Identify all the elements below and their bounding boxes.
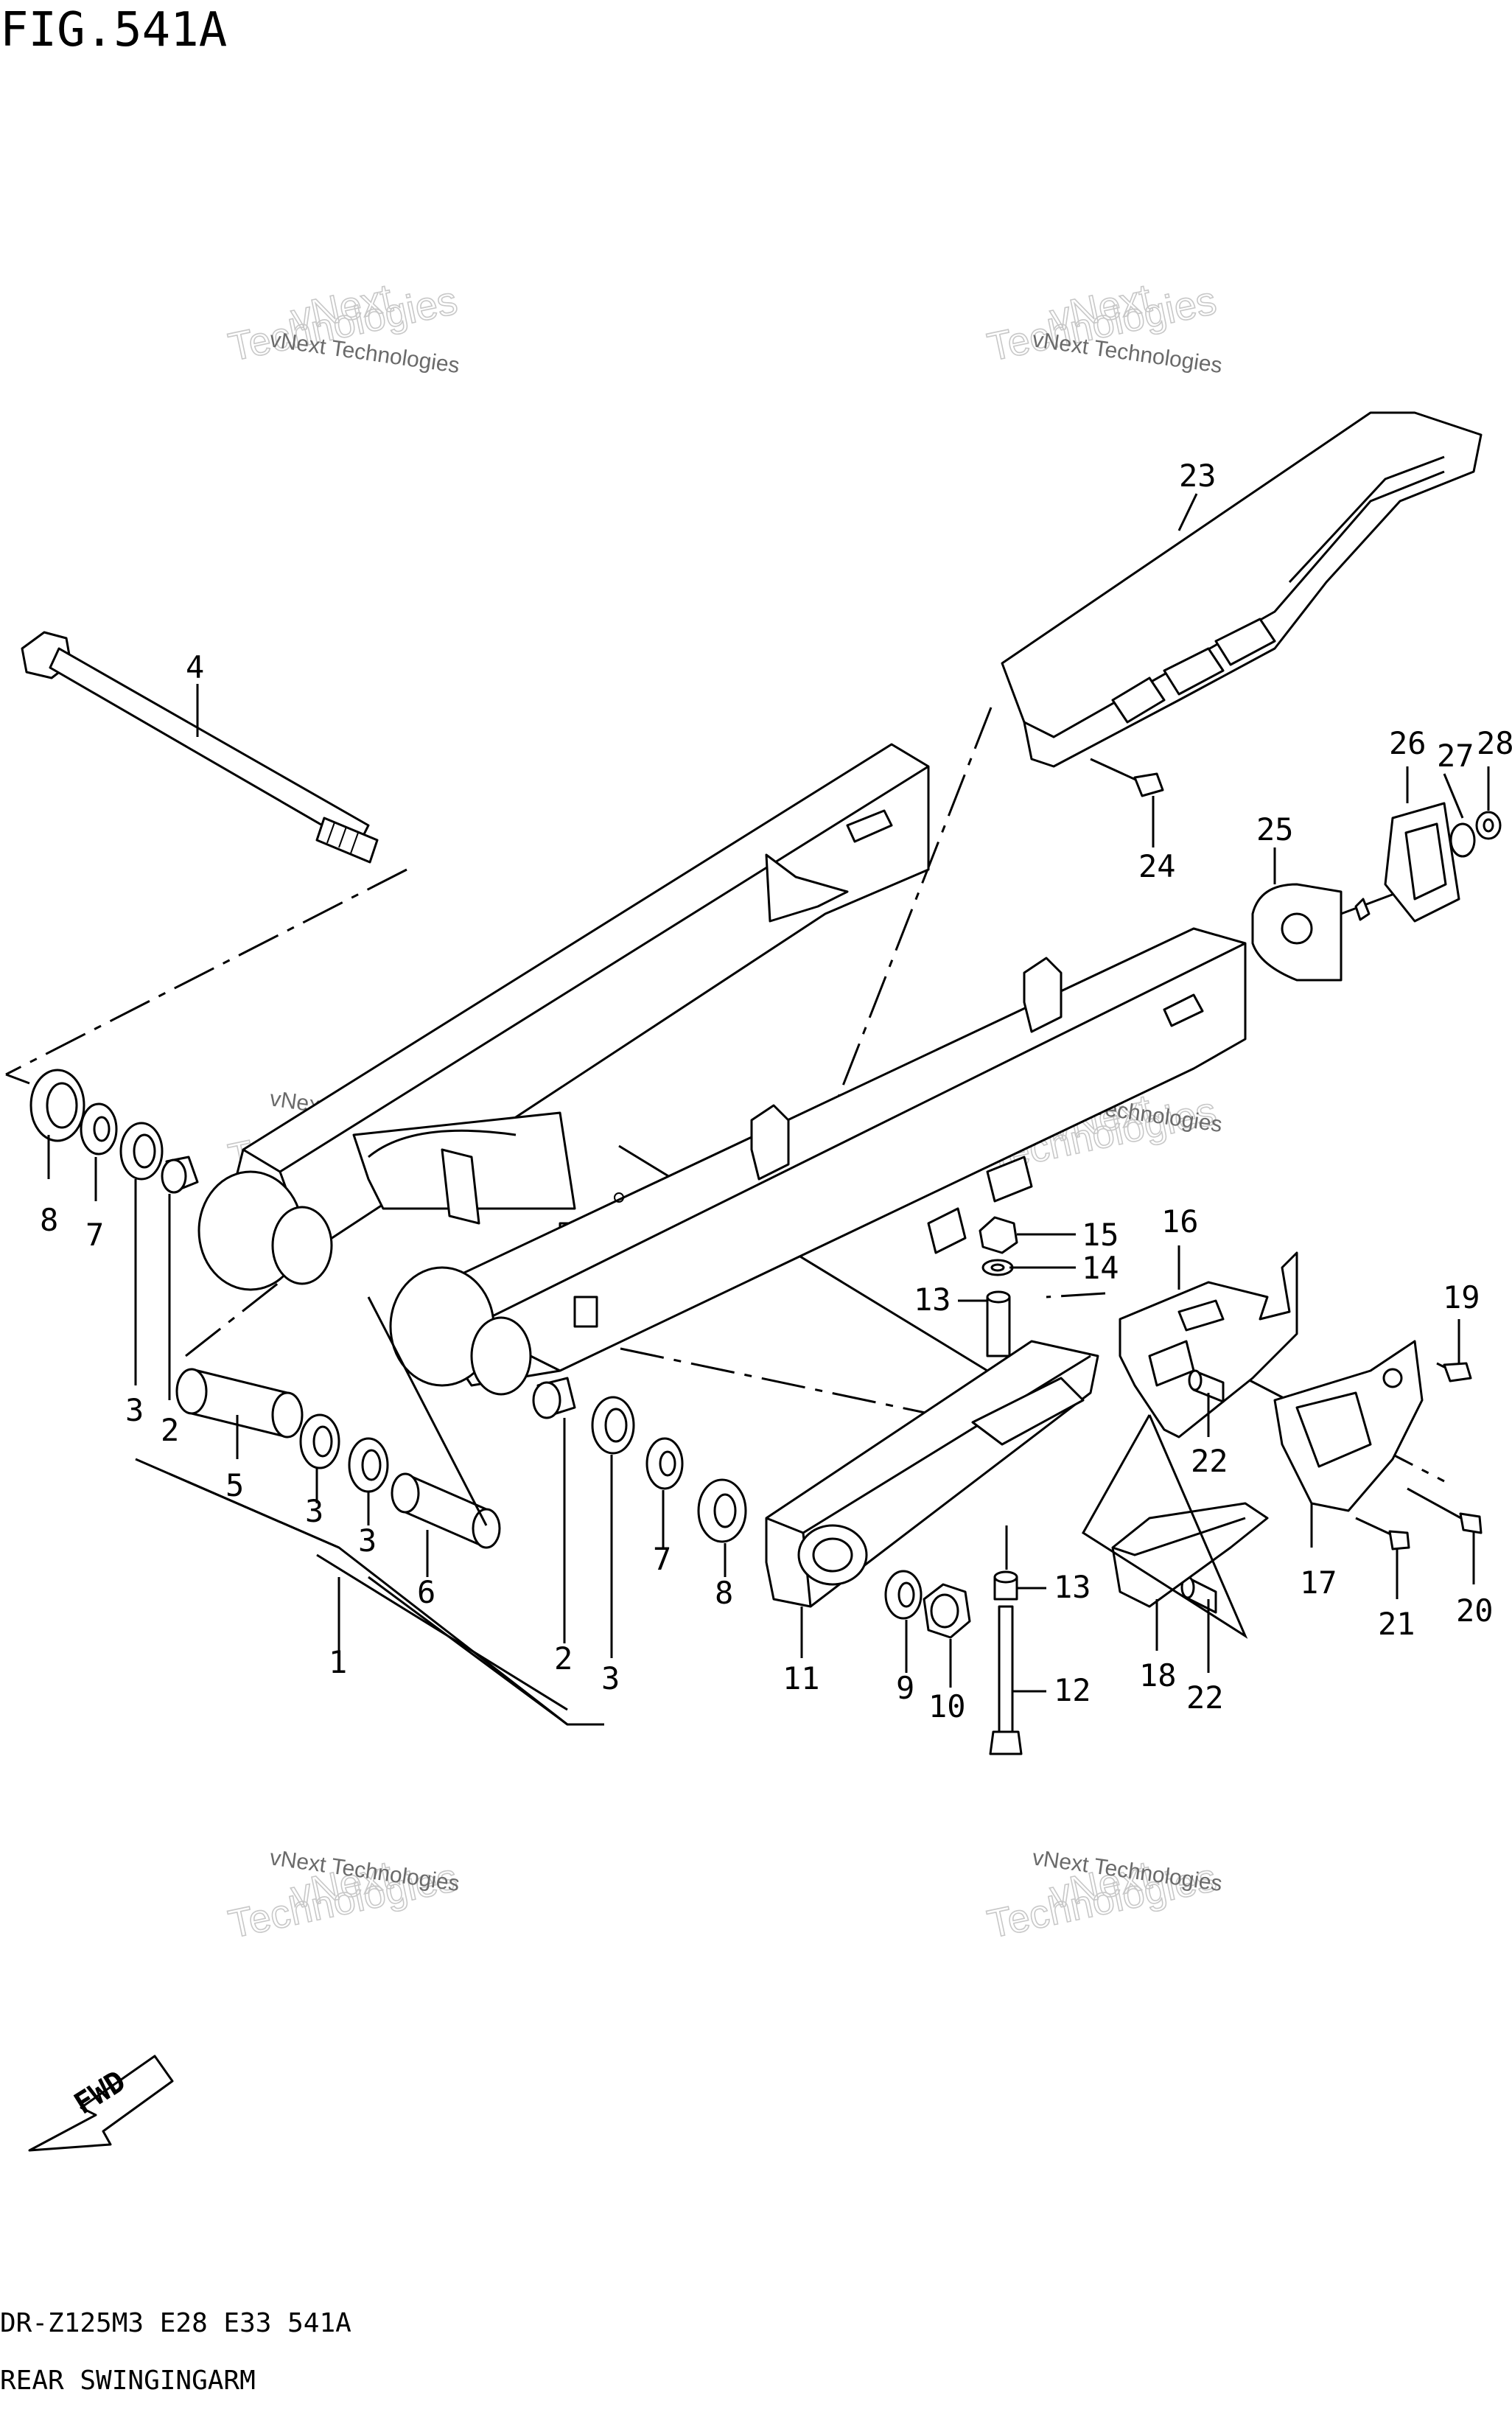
callout-9: 9 xyxy=(896,1670,914,1706)
washer-part-14 xyxy=(981,1259,1014,1276)
washer-part-27 xyxy=(1449,822,1476,858)
callout-12: 12 xyxy=(1054,1672,1091,1708)
callout-28: 28 xyxy=(1477,725,1512,761)
swingarm-part xyxy=(197,743,1247,1396)
callout-16: 16 xyxy=(1161,1203,1199,1240)
nut-part-10 xyxy=(923,1583,971,1639)
callout-23: 23 xyxy=(1179,458,1217,494)
callout-19: 19 xyxy=(1443,1279,1480,1315)
callout-13-upper: 13 xyxy=(914,1282,951,1318)
spacer-part-5 xyxy=(175,1368,304,1439)
callout-18: 18 xyxy=(1139,1657,1177,1693)
callout-7-right: 7 xyxy=(653,1541,671,1577)
plate-part-25 xyxy=(1251,883,1401,982)
callout-1: 1 xyxy=(329,1644,347,1680)
callout-11: 11 xyxy=(783,1660,820,1696)
figure-name: REAR SWINGINGARM xyxy=(0,2366,256,2396)
washer-part-7-right xyxy=(645,1437,684,1490)
callout-20: 20 xyxy=(1456,1593,1494,1629)
bearing-part-3-left xyxy=(119,1122,164,1181)
fwd-arrow-icon: FWD xyxy=(28,2055,174,2152)
bearing-part-3-a xyxy=(299,1413,340,1469)
washer-part-9 xyxy=(884,1570,923,1620)
callout-leaders xyxy=(47,493,1490,1726)
callout-6: 6 xyxy=(417,1574,435,1610)
collar-part-13-upper xyxy=(986,1290,1011,1357)
bolt-part-20 xyxy=(1407,1487,1483,1534)
callout-13-lower: 13 xyxy=(1054,1569,1091,1605)
callout-15: 15 xyxy=(1082,1217,1119,1253)
oil-seal-part-8-right xyxy=(697,1478,747,1543)
watermark-top-left: Technologies vNext vNext Technologies xyxy=(224,276,461,379)
washer-part-7-left xyxy=(80,1102,118,1156)
bolt-part-19 xyxy=(1436,1362,1472,1382)
callout-3-left: 3 xyxy=(125,1392,144,1428)
callout-17: 17 xyxy=(1300,1565,1337,1601)
spacer-part-2-left xyxy=(161,1156,199,1194)
pivot-shaft-part xyxy=(21,631,379,864)
callout-22-upper: 22 xyxy=(1191,1443,1228,1479)
bearing-part-3-b xyxy=(348,1437,389,1493)
callout-3-mid-b: 3 xyxy=(358,1523,377,1559)
guide-plate-part-17 xyxy=(1273,1340,1424,1512)
bolt-part-21 xyxy=(1355,1517,1410,1551)
callout-3-mid-a: 3 xyxy=(305,1493,323,1529)
watermark-bottom-left: Technologies vNext vNext Technologies xyxy=(224,1845,461,1947)
callout-8-right: 8 xyxy=(715,1575,733,1611)
callout-27: 27 xyxy=(1437,738,1474,774)
callout-14: 14 xyxy=(1082,1250,1119,1286)
oil-seal-part-8-left xyxy=(29,1069,85,1142)
chain-case-part xyxy=(1001,411,1483,768)
guide-lines xyxy=(5,707,1445,1584)
bolt-part-12 xyxy=(989,1605,1023,1755)
callout-25: 25 xyxy=(1256,811,1294,847)
callout-24: 24 xyxy=(1138,848,1176,884)
plate-part-26 xyxy=(1384,802,1460,923)
callout-22-lower: 22 xyxy=(1186,1679,1224,1716)
callout-7-left: 7 xyxy=(85,1217,104,1253)
callout-labels: 23 4 24 25 26 27 28 8 7 3 2 5 3 3 6 1 2 … xyxy=(40,458,1512,1724)
nut-part-15 xyxy=(979,1216,1018,1254)
watermark-bottom-right: Technologies vNext vNext Technologies xyxy=(983,1845,1223,1947)
watermark-top-right: Technologies vNext vNext Technologies xyxy=(983,276,1223,379)
callout-5: 5 xyxy=(225,1467,244,1503)
callout-2-right: 2 xyxy=(554,1640,573,1677)
model-line: DR-Z125M3 E28 E33 541A xyxy=(0,2308,351,2338)
callout-26: 26 xyxy=(1389,725,1427,761)
pin-part-22-upper xyxy=(1188,1369,1225,1403)
bearing-part-3-right xyxy=(591,1396,635,1455)
spacer-part-2-right xyxy=(532,1377,576,1419)
callout-2-left: 2 xyxy=(161,1412,179,1448)
guide-part-16 xyxy=(1119,1251,1298,1439)
nut-part-28 xyxy=(1475,811,1502,840)
callout-8-left: 8 xyxy=(40,1202,58,1238)
callout-4: 4 xyxy=(186,649,204,685)
collar-part-13-lower xyxy=(993,1570,1018,1601)
callout-10: 10 xyxy=(928,1688,966,1724)
chain-slider-part xyxy=(765,1340,1099,1608)
bolt-part-24 xyxy=(1090,758,1164,797)
spacer-part-6 xyxy=(391,1472,501,1549)
callout-21: 21 xyxy=(1378,1606,1415,1642)
figure-title: FIG.541A xyxy=(0,3,227,57)
callout-3-right: 3 xyxy=(601,1660,620,1696)
guide-block-part-18 xyxy=(1111,1502,1269,1608)
